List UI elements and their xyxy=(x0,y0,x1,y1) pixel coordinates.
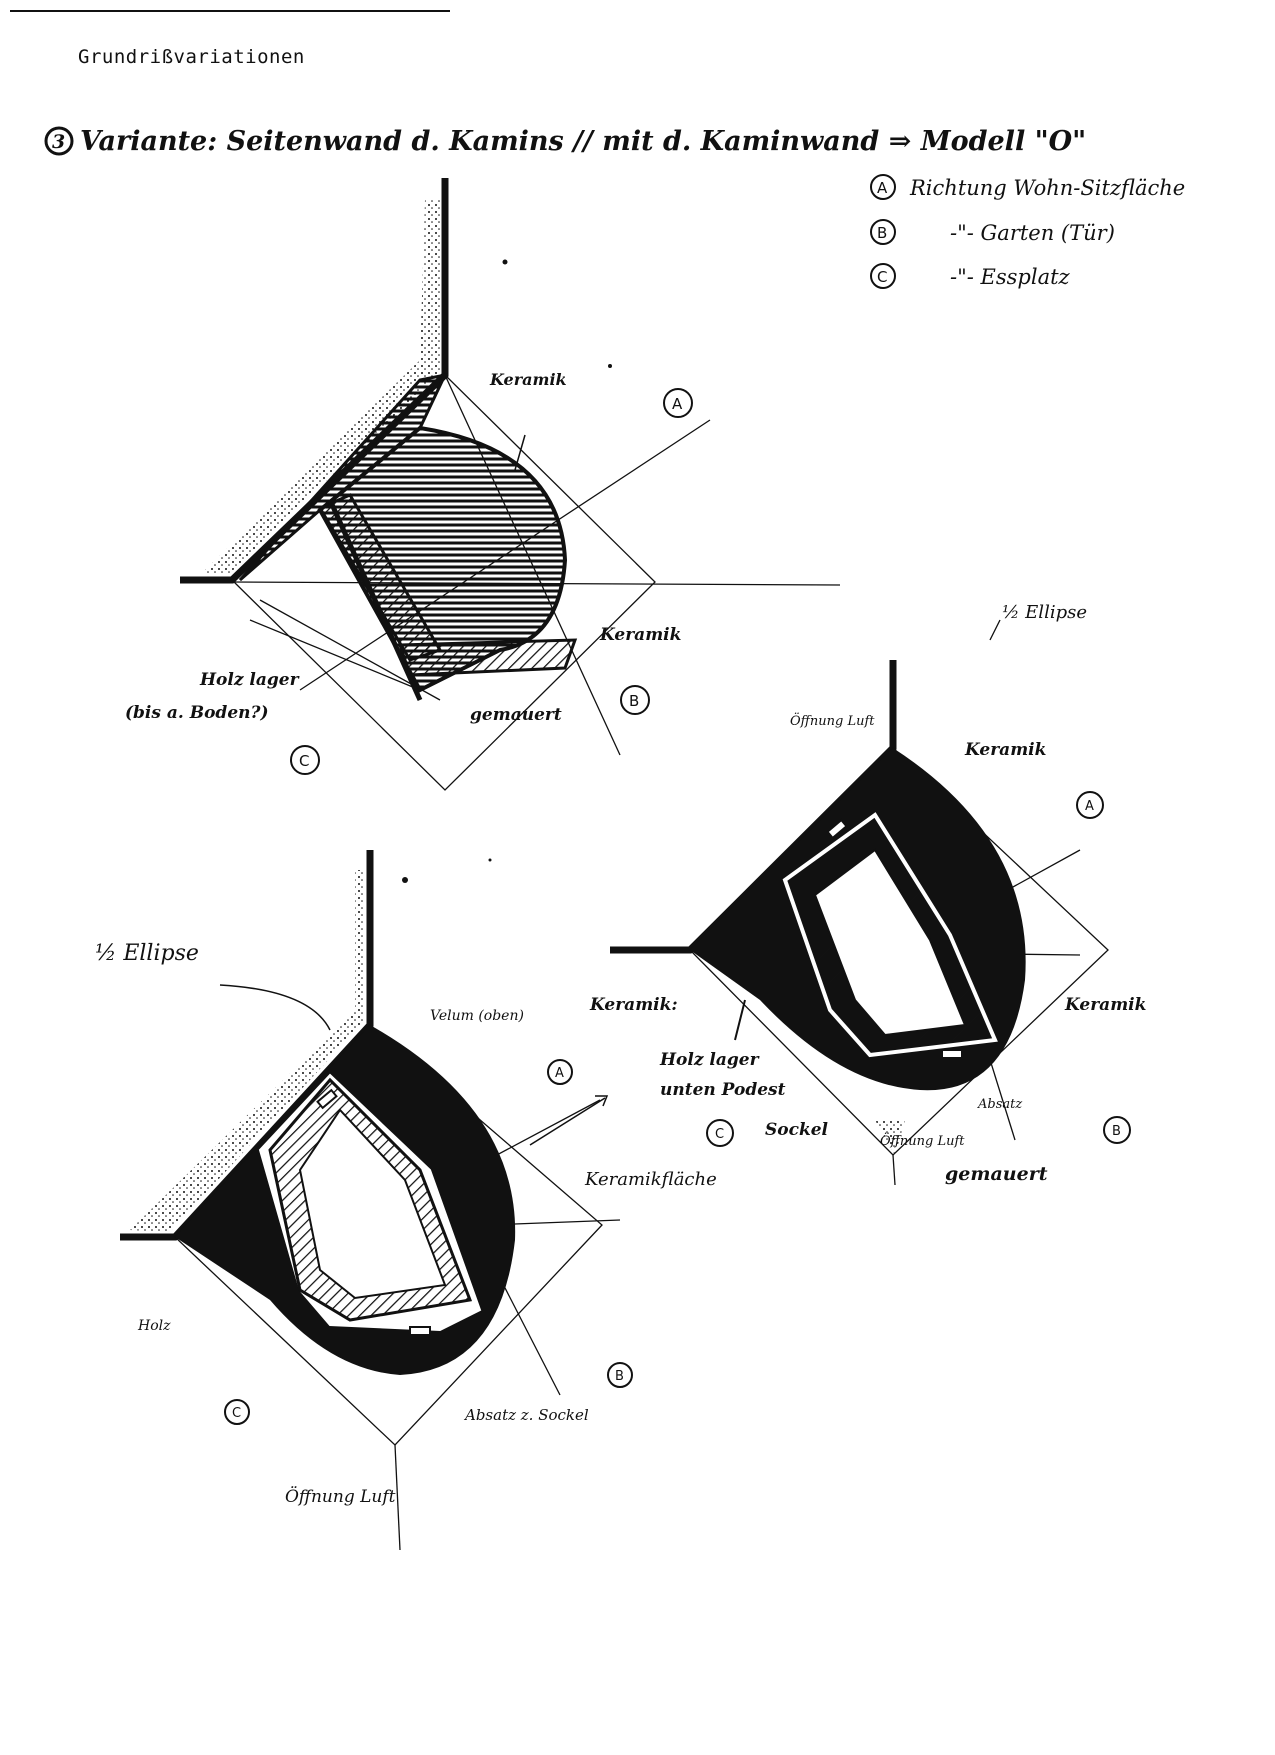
top-marker-c: C xyxy=(299,752,309,770)
left-label-holz: Holz xyxy=(137,1318,171,1334)
wall-stipple xyxy=(200,200,440,575)
vent-bottom xyxy=(409,1326,431,1336)
left-marker-a: A xyxy=(555,1066,564,1081)
keramik-wall-hatch xyxy=(238,372,448,582)
legend-text-b: -"- Garten (Tür) xyxy=(950,221,1115,245)
legend-text-c: -"- Essplatz xyxy=(950,265,1071,289)
top-label-holzlager: Holz lager xyxy=(199,670,300,690)
firebox-interior xyxy=(813,848,967,1037)
right-label-keramik-left: Keramik: xyxy=(589,995,678,1015)
right-label-half-ellipse: ½ Ellipse xyxy=(1002,602,1087,623)
legend: A Richtung Wohn-Sitzfläche B -"- Garten … xyxy=(870,174,1185,289)
sketch-left: ½ Ellipse Velum (oben) Keramikfläche Hol… xyxy=(95,850,717,1551)
right-label-oeffnung-bottom: Öffnung Luft xyxy=(880,1132,965,1149)
ceramic-front-strip xyxy=(397,638,578,677)
left-label-keramikflaeche: Keramikfläche xyxy=(584,1169,717,1190)
top-label-gemauert: gemauert xyxy=(470,705,562,725)
arrow-to-a xyxy=(529,1097,606,1146)
vent-stipple-bottom xyxy=(875,1120,905,1155)
left-marker-c: C xyxy=(232,1406,241,1421)
variant-number-circle xyxy=(44,126,74,156)
variant-heading-text: Variante: Seitenwand d. Kamins // mit d.… xyxy=(80,126,1086,157)
left-label-absatz: Absatz z. Sockel xyxy=(463,1406,589,1424)
top-rule xyxy=(10,10,450,12)
right-label-sockel: Sockel xyxy=(765,1120,829,1140)
legend-text-a: Richtung Wohn-Sitzfläche xyxy=(909,176,1185,200)
wall-stipple xyxy=(130,870,365,1232)
right-marker-b: B xyxy=(1112,1124,1121,1139)
legend-key-b: B xyxy=(877,224,887,242)
vent-top xyxy=(826,818,848,840)
top-label-bis-boden: (bis a. Boden?) xyxy=(125,703,269,723)
right-marker-c: C xyxy=(715,1127,724,1142)
right-label-gemauert: gemauert xyxy=(945,1163,1048,1185)
left-label-velum: Velum (oben) xyxy=(430,1008,524,1024)
top-label-keramik-right: Keramik xyxy=(599,625,681,645)
top-marker-a: A xyxy=(672,395,683,413)
top-marker-b: B xyxy=(629,692,639,710)
variant-heading: 3 Variante: Seitenwand d. Kamins // mit … xyxy=(44,126,1086,157)
right-marker-a: A xyxy=(1085,799,1094,814)
top-label-keramik: Keramik xyxy=(489,370,567,389)
legend-key-a: A xyxy=(877,179,888,197)
left-label-oeffnung: Öffnung Luft xyxy=(285,1486,396,1507)
right-label-unter-podest: unten Podest xyxy=(660,1080,786,1100)
right-label-keramik-top: Keramik xyxy=(964,740,1046,760)
sketch-right: ½ Ellipse Öffnung Luft Keramik Keramik: … xyxy=(589,602,1146,1186)
typed-title: Grundrißvariationen xyxy=(78,46,305,68)
vent-top xyxy=(316,1088,338,1110)
right-label-absatz: Absatz xyxy=(977,1097,1022,1112)
legend-key-c: C xyxy=(877,268,887,286)
right-label-keramik-right: Keramik xyxy=(1064,995,1146,1015)
vent-bottom xyxy=(941,1049,963,1059)
right-label-holzlager: Holz lager xyxy=(659,1050,760,1070)
variant-number: 3 xyxy=(52,131,65,153)
left-label-half-ellipse: ½ Ellipse xyxy=(95,941,199,966)
firebox-interior xyxy=(298,1108,447,1300)
sketch-top: Keramik Keramik Holz lager (bis a. Boden… xyxy=(125,178,841,791)
left-marker-b: B xyxy=(615,1369,624,1384)
right-label-oeffnung-top: Öffnung Luft xyxy=(790,712,875,729)
